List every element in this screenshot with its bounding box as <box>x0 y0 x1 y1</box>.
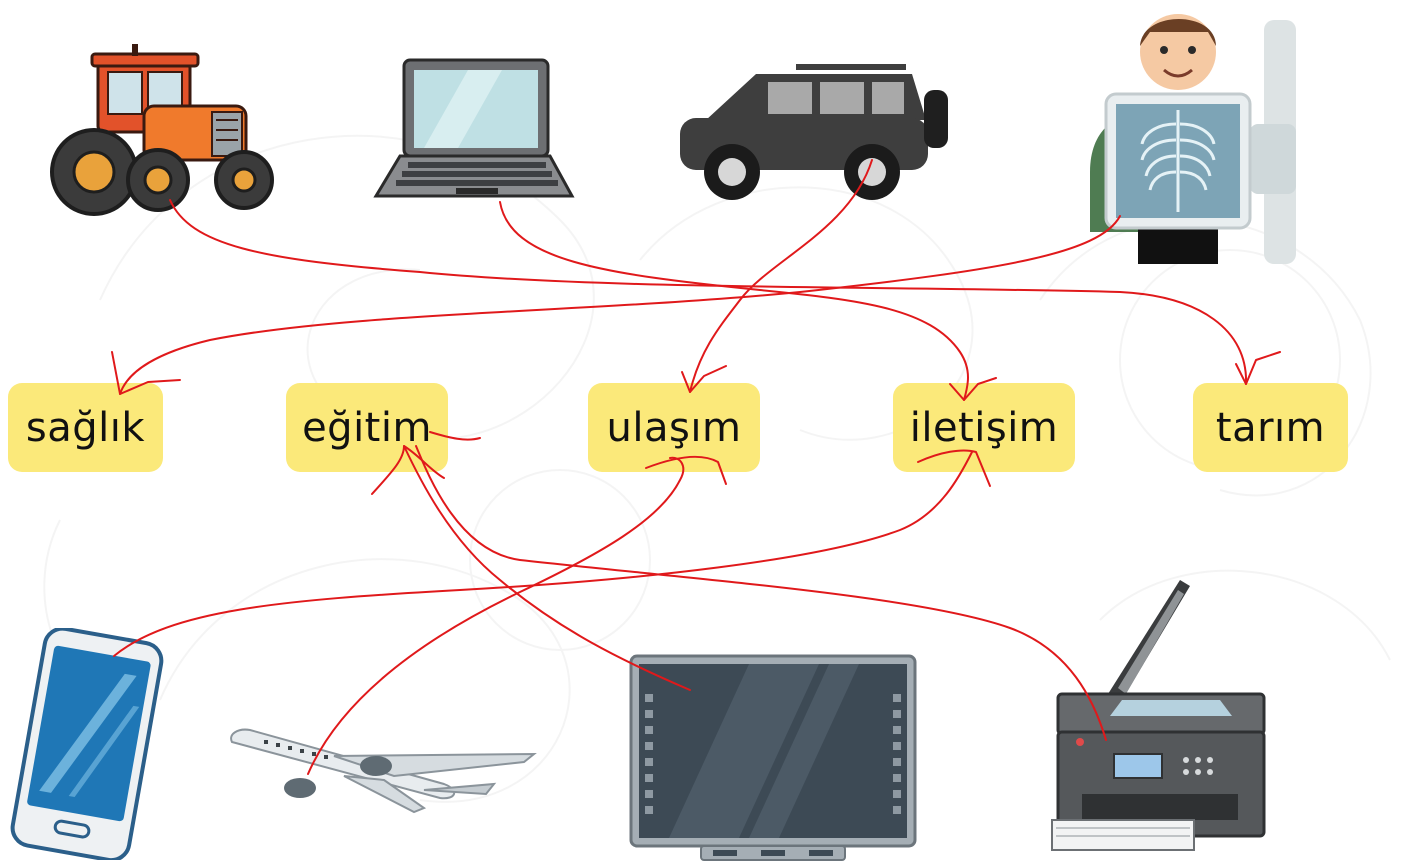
xray-icon[interactable] <box>1086 2 1304 264</box>
label-tarim[interactable]: tarım <box>1193 383 1348 472</box>
label-egitim[interactable]: eğitim <box>286 383 448 472</box>
label-iletisim-text: iletişim <box>909 404 1059 451</box>
smartphone-icon[interactable] <box>2 628 168 860</box>
label-saglik-text: sağlık <box>25 404 146 451</box>
label-ulasim[interactable]: ulaşım <box>588 383 760 472</box>
printer-icon[interactable] <box>1048 576 1268 858</box>
jeep-icon[interactable] <box>676 60 950 202</box>
tractor-icon[interactable] <box>48 40 274 220</box>
label-ulasim-text: ulaşım <box>606 404 742 451</box>
label-egitim-text: eğitim <box>302 404 432 451</box>
smartboard-icon[interactable] <box>629 654 917 862</box>
label-saglik[interactable]: sağlık <box>8 383 163 472</box>
label-iletisim[interactable]: iletişim <box>893 383 1075 472</box>
laptop-icon[interactable] <box>372 56 576 204</box>
label-tarim-text: tarım <box>1215 404 1326 451</box>
airplane-icon[interactable] <box>224 714 540 814</box>
